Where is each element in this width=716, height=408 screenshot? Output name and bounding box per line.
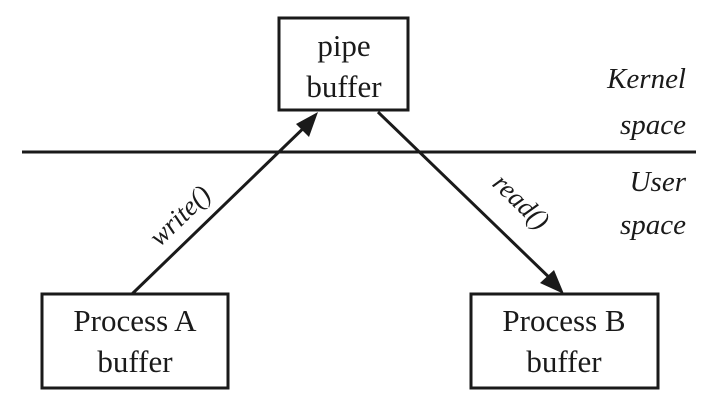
read-arrowhead	[540, 270, 564, 294]
process-b-line1: Process B	[502, 303, 625, 338]
process-a-buffer-box: Process A buffer	[40, 292, 230, 390]
write-call-label: write()	[143, 179, 217, 252]
read-arrow	[376, 110, 558, 286]
process-a-line2: buffer	[97, 344, 173, 379]
kernel-space-label-line1: Kernel	[606, 63, 686, 95]
write-arrow	[130, 116, 316, 296]
process-b-buffer-box: Process B buffer	[469, 292, 660, 390]
pipe-buffer-box: pipe buffer	[277, 16, 410, 112]
write-arrowhead	[296, 112, 318, 137]
process-b-line2: buffer	[526, 344, 602, 379]
pipe-buffer-line2: buffer	[306, 69, 382, 104]
pipe-buffer-line1: pipe	[317, 28, 370, 63]
user-space-label-line2: space	[620, 209, 686, 241]
kernel-space-label-line2: space	[620, 109, 686, 141]
process-a-line1: Process A	[73, 303, 197, 338]
user-space-label-line1: User	[630, 166, 687, 198]
